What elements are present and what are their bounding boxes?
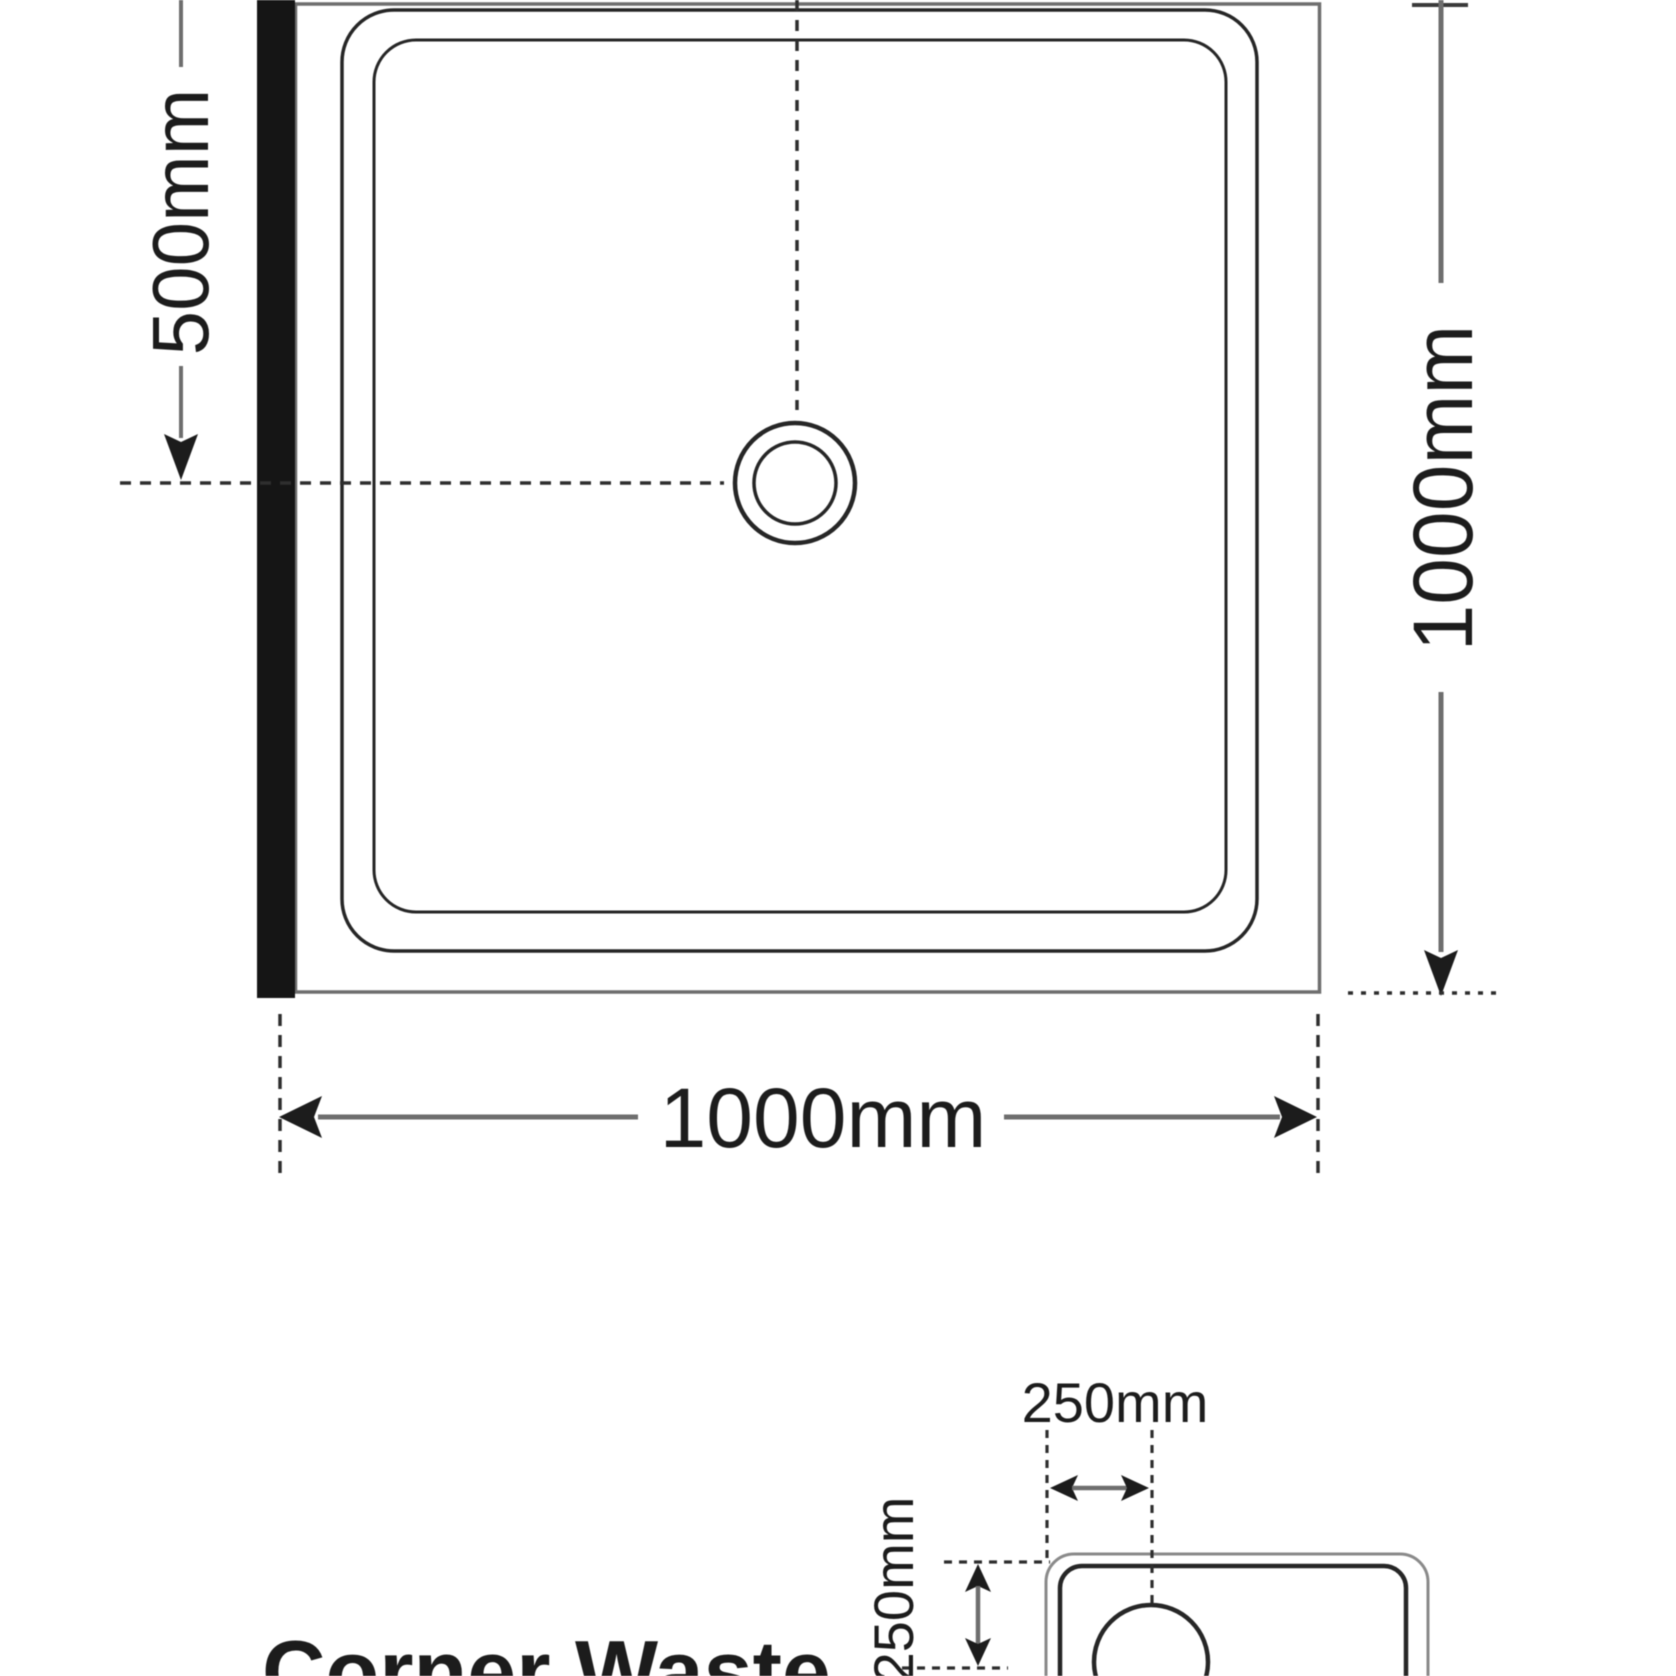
corner-dim-v-arrowhead-top (965, 1564, 991, 1592)
dim-1000b-arrowhead-left (279, 1096, 322, 1138)
dimension-1000mm-bottom: 1000mm (278, 1014, 1320, 1176)
dim-1000r-arrowhead-down (1424, 950, 1458, 996)
corner-dim-h-arrowhead-right (1121, 1475, 1149, 1501)
tray-outer-edge (293, 2, 1322, 994)
wall-line (257, 0, 295, 998)
corner-waste-circle (1091, 1602, 1211, 1676)
corner-dim-h-label: 250mm (1022, 1371, 1209, 1434)
tray-plan-view (120, 0, 1322, 998)
waste-inner-circle (752, 440, 838, 526)
dimension-500mm: 500mm (136, 0, 225, 480)
corner-waste-detail: 250mm 250mm Corner Waste (262, 1371, 1430, 1676)
dim-1000b-label: 1000mm (660, 1071, 987, 1165)
corner-tray-outer-edge (1044, 1552, 1430, 1676)
corner-dim-h-arrowhead-left (1050, 1475, 1078, 1501)
corner-dim-v-label: 250mm (862, 1497, 925, 1676)
corner-waste-caption: Corner Waste (262, 1622, 831, 1676)
tray-rim-inner (372, 38, 1228, 914)
dim-1000b-arrowhead-right (1274, 1096, 1317, 1138)
dim-500-arrowhead-down (164, 434, 198, 480)
corner-dim-v-arrowhead-bottom (965, 1638, 991, 1666)
dim-1000r-label: 1000mm (1396, 325, 1490, 652)
dimension-1000mm-right: 1000mm (1348, 0, 1502, 996)
waste-outer-circle (732, 420, 858, 546)
tray-rim-outer (340, 8, 1259, 953)
dim-500-label: 500mm (136, 89, 225, 356)
corner-tray-rim (1057, 1563, 1409, 1676)
